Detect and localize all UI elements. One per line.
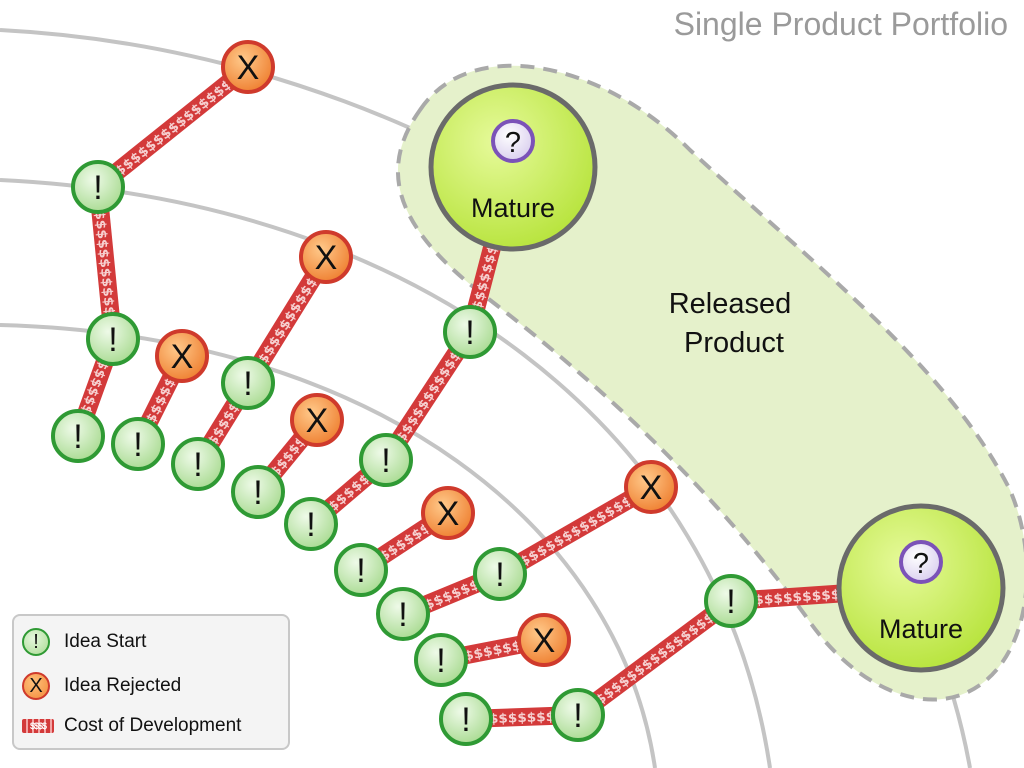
idea-start-node: ! <box>443 305 497 359</box>
cost-of-development-icon: $$$$ <box>22 719 54 733</box>
svg-text:?: ? <box>505 127 521 159</box>
idea-start-node: ! <box>334 543 388 597</box>
idea-start-node: ! <box>231 465 285 519</box>
svg-text:!: ! <box>461 701 470 739</box>
page-title: Single Product Portfolio <box>673 6 1008 42</box>
svg-text:!: ! <box>193 446 202 484</box>
svg-text:X: X <box>315 239 338 277</box>
idea-nodes: ! X!! X! X!! X!!!! X! X!! X!!!!? Mature? Mature <box>51 40 1006 746</box>
idea-rejected-node: X <box>517 613 571 667</box>
svg-text:?: ? <box>913 548 929 580</box>
svg-text:!: ! <box>495 556 504 594</box>
idea-start-node: ! <box>439 692 493 746</box>
svg-text:!: ! <box>253 474 262 512</box>
mature-label: Mature <box>471 193 555 223</box>
idea-start-node: ! <box>111 417 165 471</box>
question-badge-icon <box>491 119 535 163</box>
svg-text:!: ! <box>306 506 315 544</box>
svg-text:!: ! <box>726 583 735 621</box>
svg-text:X: X <box>437 495 460 533</box>
legend-item-idea-rejected: X Idea Rejected <box>22 670 181 702</box>
idea-rejected-node: X <box>155 329 209 383</box>
svg-text:X: X <box>306 402 329 440</box>
idea-rejected-node: X <box>421 486 475 540</box>
idea-start-icon: ! <box>22 628 50 656</box>
svg-text:!: ! <box>243 365 252 403</box>
legend-item-idea-start: ! Idea Start <box>22 626 146 658</box>
legend-item-cost: $$$$ Cost of Development <box>22 710 241 742</box>
svg-text:X: X <box>237 49 260 87</box>
svg-text:!: ! <box>465 314 474 352</box>
svg-text:!: ! <box>436 642 445 680</box>
cost-connector: $$$$$$$$$$$ <box>465 706 579 728</box>
idea-start-node: ! <box>51 409 105 463</box>
legend-label-idea-rejected: Idea Rejected <box>64 675 182 696</box>
idea-start-node: ! <box>284 497 338 551</box>
idea-rejected-node: X <box>221 40 275 94</box>
svg-text:!: ! <box>398 596 407 634</box>
mature-node: ? Mature <box>428 82 598 252</box>
released-product-label: Released Product <box>669 288 800 359</box>
legend: ! Idea Start X Idea Rejected $$$$ Cost o… <box>12 614 290 750</box>
idea-start-node: ! <box>71 160 125 214</box>
svg-text:!: ! <box>573 697 582 735</box>
question-badge-icon <box>899 540 943 584</box>
idea-rejected-node: X <box>299 230 353 284</box>
idea-start-node: ! <box>171 437 225 491</box>
svg-text:!: ! <box>381 442 390 480</box>
idea-start-node: ! <box>86 312 140 366</box>
idea-rejected-node: X <box>290 393 344 447</box>
svg-text:!: ! <box>356 552 365 590</box>
svg-text:!: ! <box>73 418 82 456</box>
idea-rejected-node: X <box>624 460 678 514</box>
idea-start-node: ! <box>473 547 527 601</box>
idea-rejected-icon: X <box>22 672 50 700</box>
svg-text:!: ! <box>133 426 142 464</box>
idea-start-node: ! <box>551 688 605 742</box>
svg-text:X: X <box>171 338 194 376</box>
svg-text:X: X <box>640 469 663 507</box>
svg-text:$$$$$$$$$$$: $$$$$$$$$$$ <box>470 709 575 728</box>
idea-start-node: ! <box>414 633 468 687</box>
svg-text:!: ! <box>93 169 102 207</box>
svg-text:X: X <box>533 622 556 660</box>
legend-label-idea-start: Idea Start <box>64 631 147 652</box>
legend-label-cost: Cost of Development <box>64 715 242 736</box>
svg-text:!: ! <box>108 321 117 359</box>
idea-start-node: ! <box>376 587 430 641</box>
idea-start-node: ! <box>221 356 275 410</box>
idea-start-node: ! <box>704 574 758 628</box>
idea-start-node: ! <box>359 433 413 487</box>
mature-label: Mature <box>879 614 963 644</box>
mature-node: ? Mature <box>836 503 1006 673</box>
